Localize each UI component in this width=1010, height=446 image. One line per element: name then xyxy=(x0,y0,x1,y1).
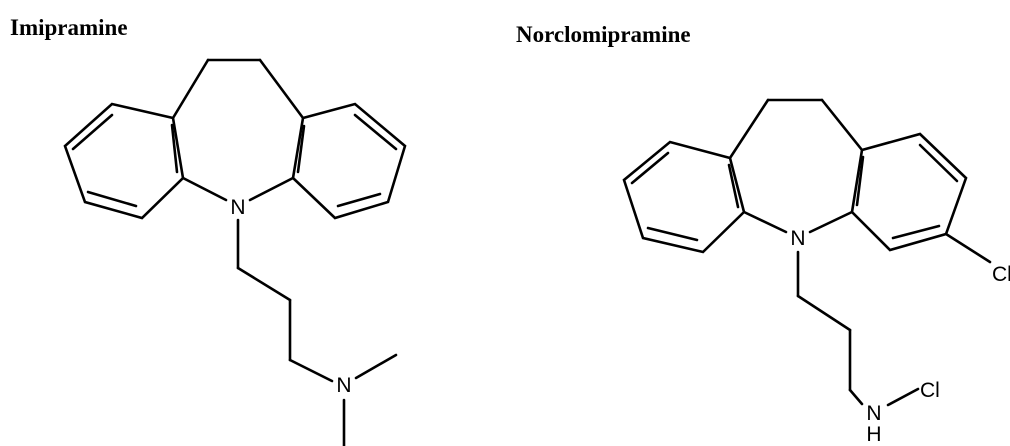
amine-hydrogen-label: H xyxy=(866,423,881,446)
right-benzene-ring xyxy=(291,102,407,220)
bond xyxy=(886,387,920,407)
left-benzene-ring xyxy=(63,102,185,220)
norclomipramine-structure: Cl N N H Cl xyxy=(622,98,1010,446)
bond xyxy=(728,98,770,160)
amine-chlorine-label: Cl xyxy=(920,379,940,402)
double-bond xyxy=(727,163,740,209)
ring-chlorine-label: Cl xyxy=(992,263,1010,286)
bond xyxy=(181,176,228,202)
bond xyxy=(808,210,854,234)
bond xyxy=(236,266,292,302)
ring-nitrogen-label: N xyxy=(230,196,245,219)
double-bond xyxy=(336,192,382,208)
amine-nitrogen-label: N xyxy=(866,402,881,425)
bond xyxy=(848,388,864,406)
double-bond xyxy=(855,155,865,207)
bond xyxy=(944,232,992,264)
bond xyxy=(288,358,334,383)
imipramine-structure: N N xyxy=(63,58,407,446)
bond xyxy=(742,210,788,234)
double-bond xyxy=(86,190,138,208)
bond xyxy=(248,176,295,202)
double-bond xyxy=(296,124,306,174)
bond xyxy=(820,98,864,152)
bond xyxy=(171,58,210,120)
bond xyxy=(796,294,852,332)
imipramine-title: Imipramine xyxy=(10,15,128,40)
double-bond xyxy=(71,113,114,151)
amine-nitrogen-label: N xyxy=(336,374,351,397)
ring-nitrogen-label: N xyxy=(790,227,805,250)
bond xyxy=(258,58,305,120)
double-bond xyxy=(353,113,398,151)
double-bond xyxy=(918,143,959,183)
double-bond xyxy=(646,226,699,242)
double-bond xyxy=(891,224,941,240)
double-bond xyxy=(630,151,670,185)
bond xyxy=(354,353,398,380)
norclomipramine-title: Norclomipramine xyxy=(516,22,691,47)
double-bond xyxy=(170,123,179,174)
